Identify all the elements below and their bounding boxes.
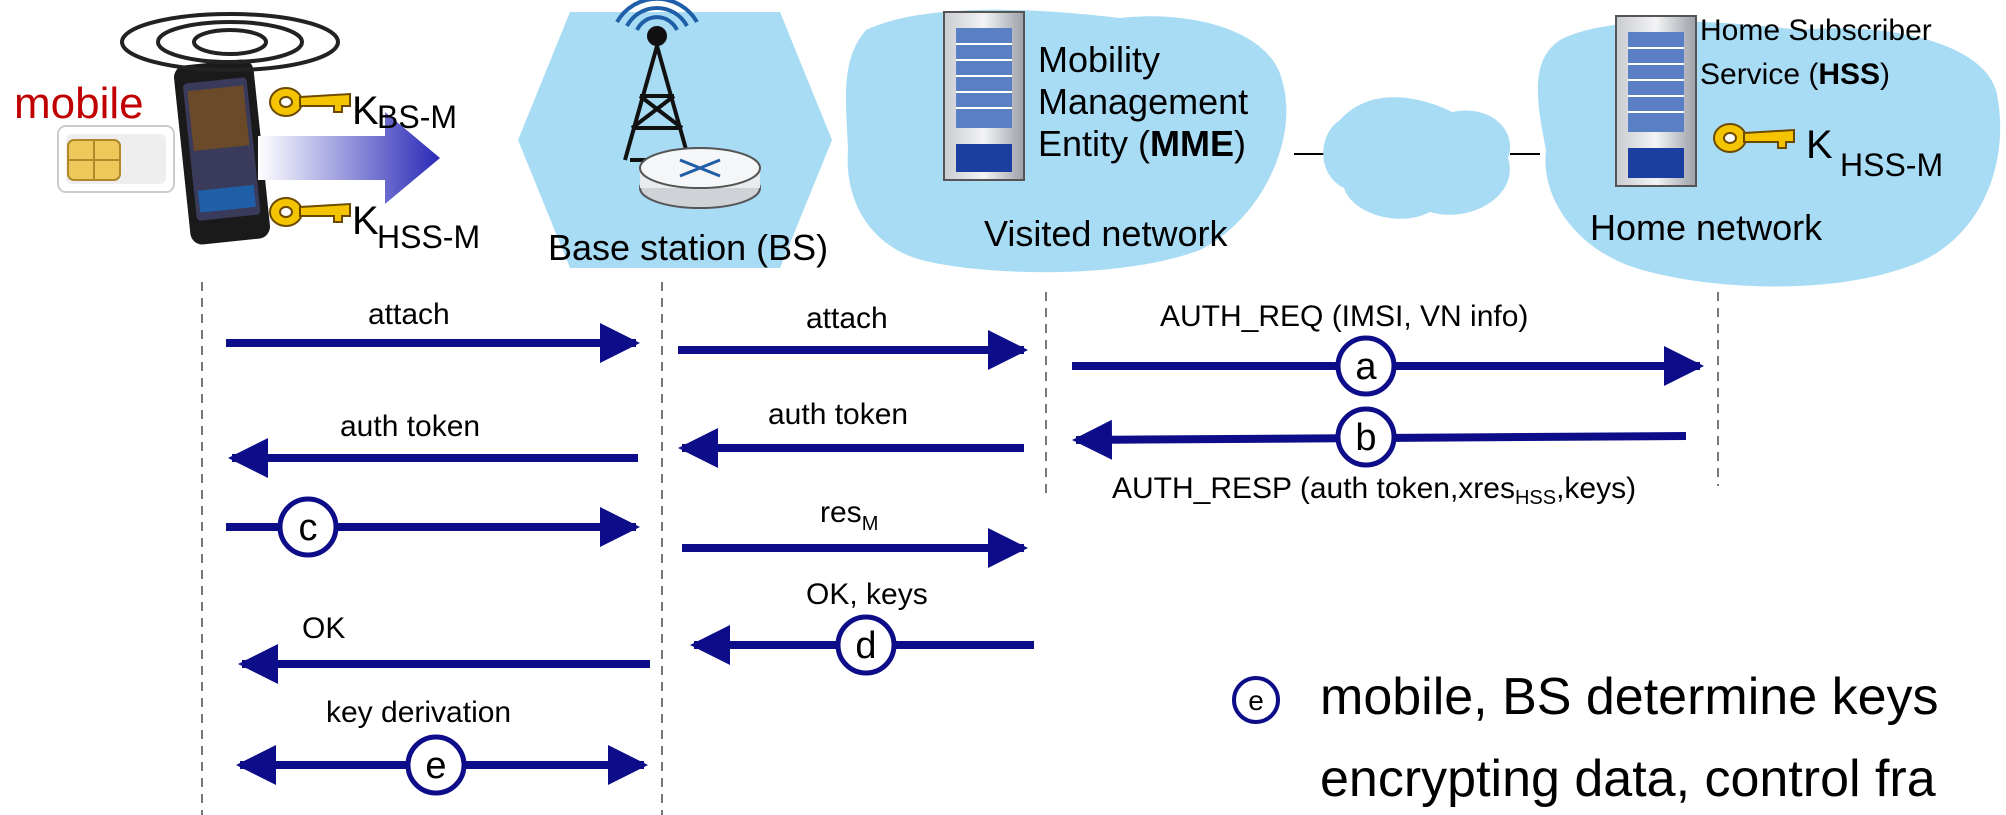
key-icon — [269, 87, 351, 117]
key-hss-m-sub: HSS-M — [377, 219, 480, 255]
sim-card-icon — [57, 125, 175, 193]
home-network: Home Subscriber Service (HSS) K HSS-M Ho… — [1537, 14, 2001, 287]
label-ok: OK — [302, 612, 345, 645]
lifelines — [201, 282, 1719, 815]
mme-line3-bold: MME — [1150, 123, 1234, 164]
hss-line2: Service (HSS) — [1700, 58, 1890, 91]
label-auth-resp: AUTH_RESP (auth token,xresHSS,keys) — [1112, 472, 1636, 509]
step-c-label: c — [299, 507, 318, 549]
phone-icon — [174, 59, 270, 245]
key-hss-home-main: K — [1806, 123, 1833, 167]
home-label: Home network — [1590, 207, 1823, 248]
hss-line2-pre: Service ( — [1700, 58, 1818, 91]
step-b-label: b — [1355, 417, 1376, 459]
step-e: e — [405, 734, 467, 796]
visited-network: Mobility Management Entity (MME) Visited… — [845, 9, 1287, 273]
key-icon — [269, 197, 351, 227]
internet-cloud — [1323, 97, 1511, 219]
step-b: b — [1335, 406, 1397, 468]
mobile-label: mobile — [14, 79, 144, 128]
label-res-m: resM — [820, 496, 878, 535]
label-auth-resp-pre: AUTH_RESP (auth token,xres — [1112, 472, 1515, 505]
router-icon — [639, 147, 761, 209]
label-attach-2: attach — [806, 302, 888, 335]
note-line2: encrypting data, control fra — [1320, 750, 1936, 808]
label-auth-resp-sub: HSS — [1515, 487, 1556, 509]
label-ok-keys: OK, keys — [806, 578, 928, 611]
key-bs-m-sub: BS-M — [377, 99, 457, 135]
antenna-tower-icon — [615, 0, 699, 162]
note-e-marker: e — [1248, 685, 1264, 716]
bs-hexagon — [518, 12, 832, 268]
hss-line1: Home Subscriber — [1700, 14, 1932, 47]
step-a-label: a — [1355, 346, 1377, 388]
label-attach-1: attach — [368, 298, 450, 331]
visited-label: Visited network — [984, 213, 1228, 254]
key-hss-m-home: K HSS-M — [1713, 123, 1943, 183]
big-gradient-arrow — [258, 112, 440, 204]
hss-line2-post: ) — [1880, 58, 1890, 91]
mme-line1: Mobility — [1038, 39, 1160, 80]
mme-line3: Entity (MME) — [1038, 123, 1246, 164]
label-res-m-sub: M — [862, 513, 879, 535]
label-auth-token-2: auth token — [768, 398, 908, 431]
mobile-device: mobile — [14, 12, 440, 245]
label-auth-token-1: auth token — [340, 410, 480, 443]
step-e-note: e mobile, BS determine keys encrypting d… — [1232, 668, 1939, 808]
key-bs-m-main: K — [352, 89, 379, 133]
key-hss-m-mobile: K HSS-M — [269, 197, 480, 255]
bs-label: Base station (BS) — [548, 227, 828, 268]
step-d: d — [835, 614, 897, 676]
note-line1: mobile, BS determine keys — [1320, 668, 1939, 726]
key-hss-m-main: K — [352, 199, 379, 243]
hss-line2-bold: HSS — [1818, 58, 1880, 91]
mme-server-icon — [943, 11, 1025, 181]
mme-line3-post: ) — [1234, 123, 1246, 164]
label-key-derivation: key derivation — [326, 696, 511, 729]
base-station: Base station (BS) — [518, 0, 832, 268]
label-res-m-main: res — [820, 496, 862, 529]
step-e-label: e — [425, 745, 446, 787]
label-auth-resp-post: ,keys) — [1556, 472, 1636, 505]
step-a: a — [1335, 335, 1397, 397]
key-hss-home-sub: HSS-M — [1840, 147, 1943, 183]
step-c: c — [277, 496, 339, 558]
label-auth-req: AUTH_REQ (IMSI, VN info) — [1160, 300, 1528, 333]
radio-waves-icon — [120, 12, 340, 72]
mme-line3-pre: Entity ( — [1038, 123, 1150, 164]
step-d-label: d — [855, 625, 876, 667]
mme-line2: Management — [1038, 81, 1248, 122]
hss-server-icon — [1615, 15, 1697, 187]
key-bs-m: K BS-M — [269, 87, 457, 135]
